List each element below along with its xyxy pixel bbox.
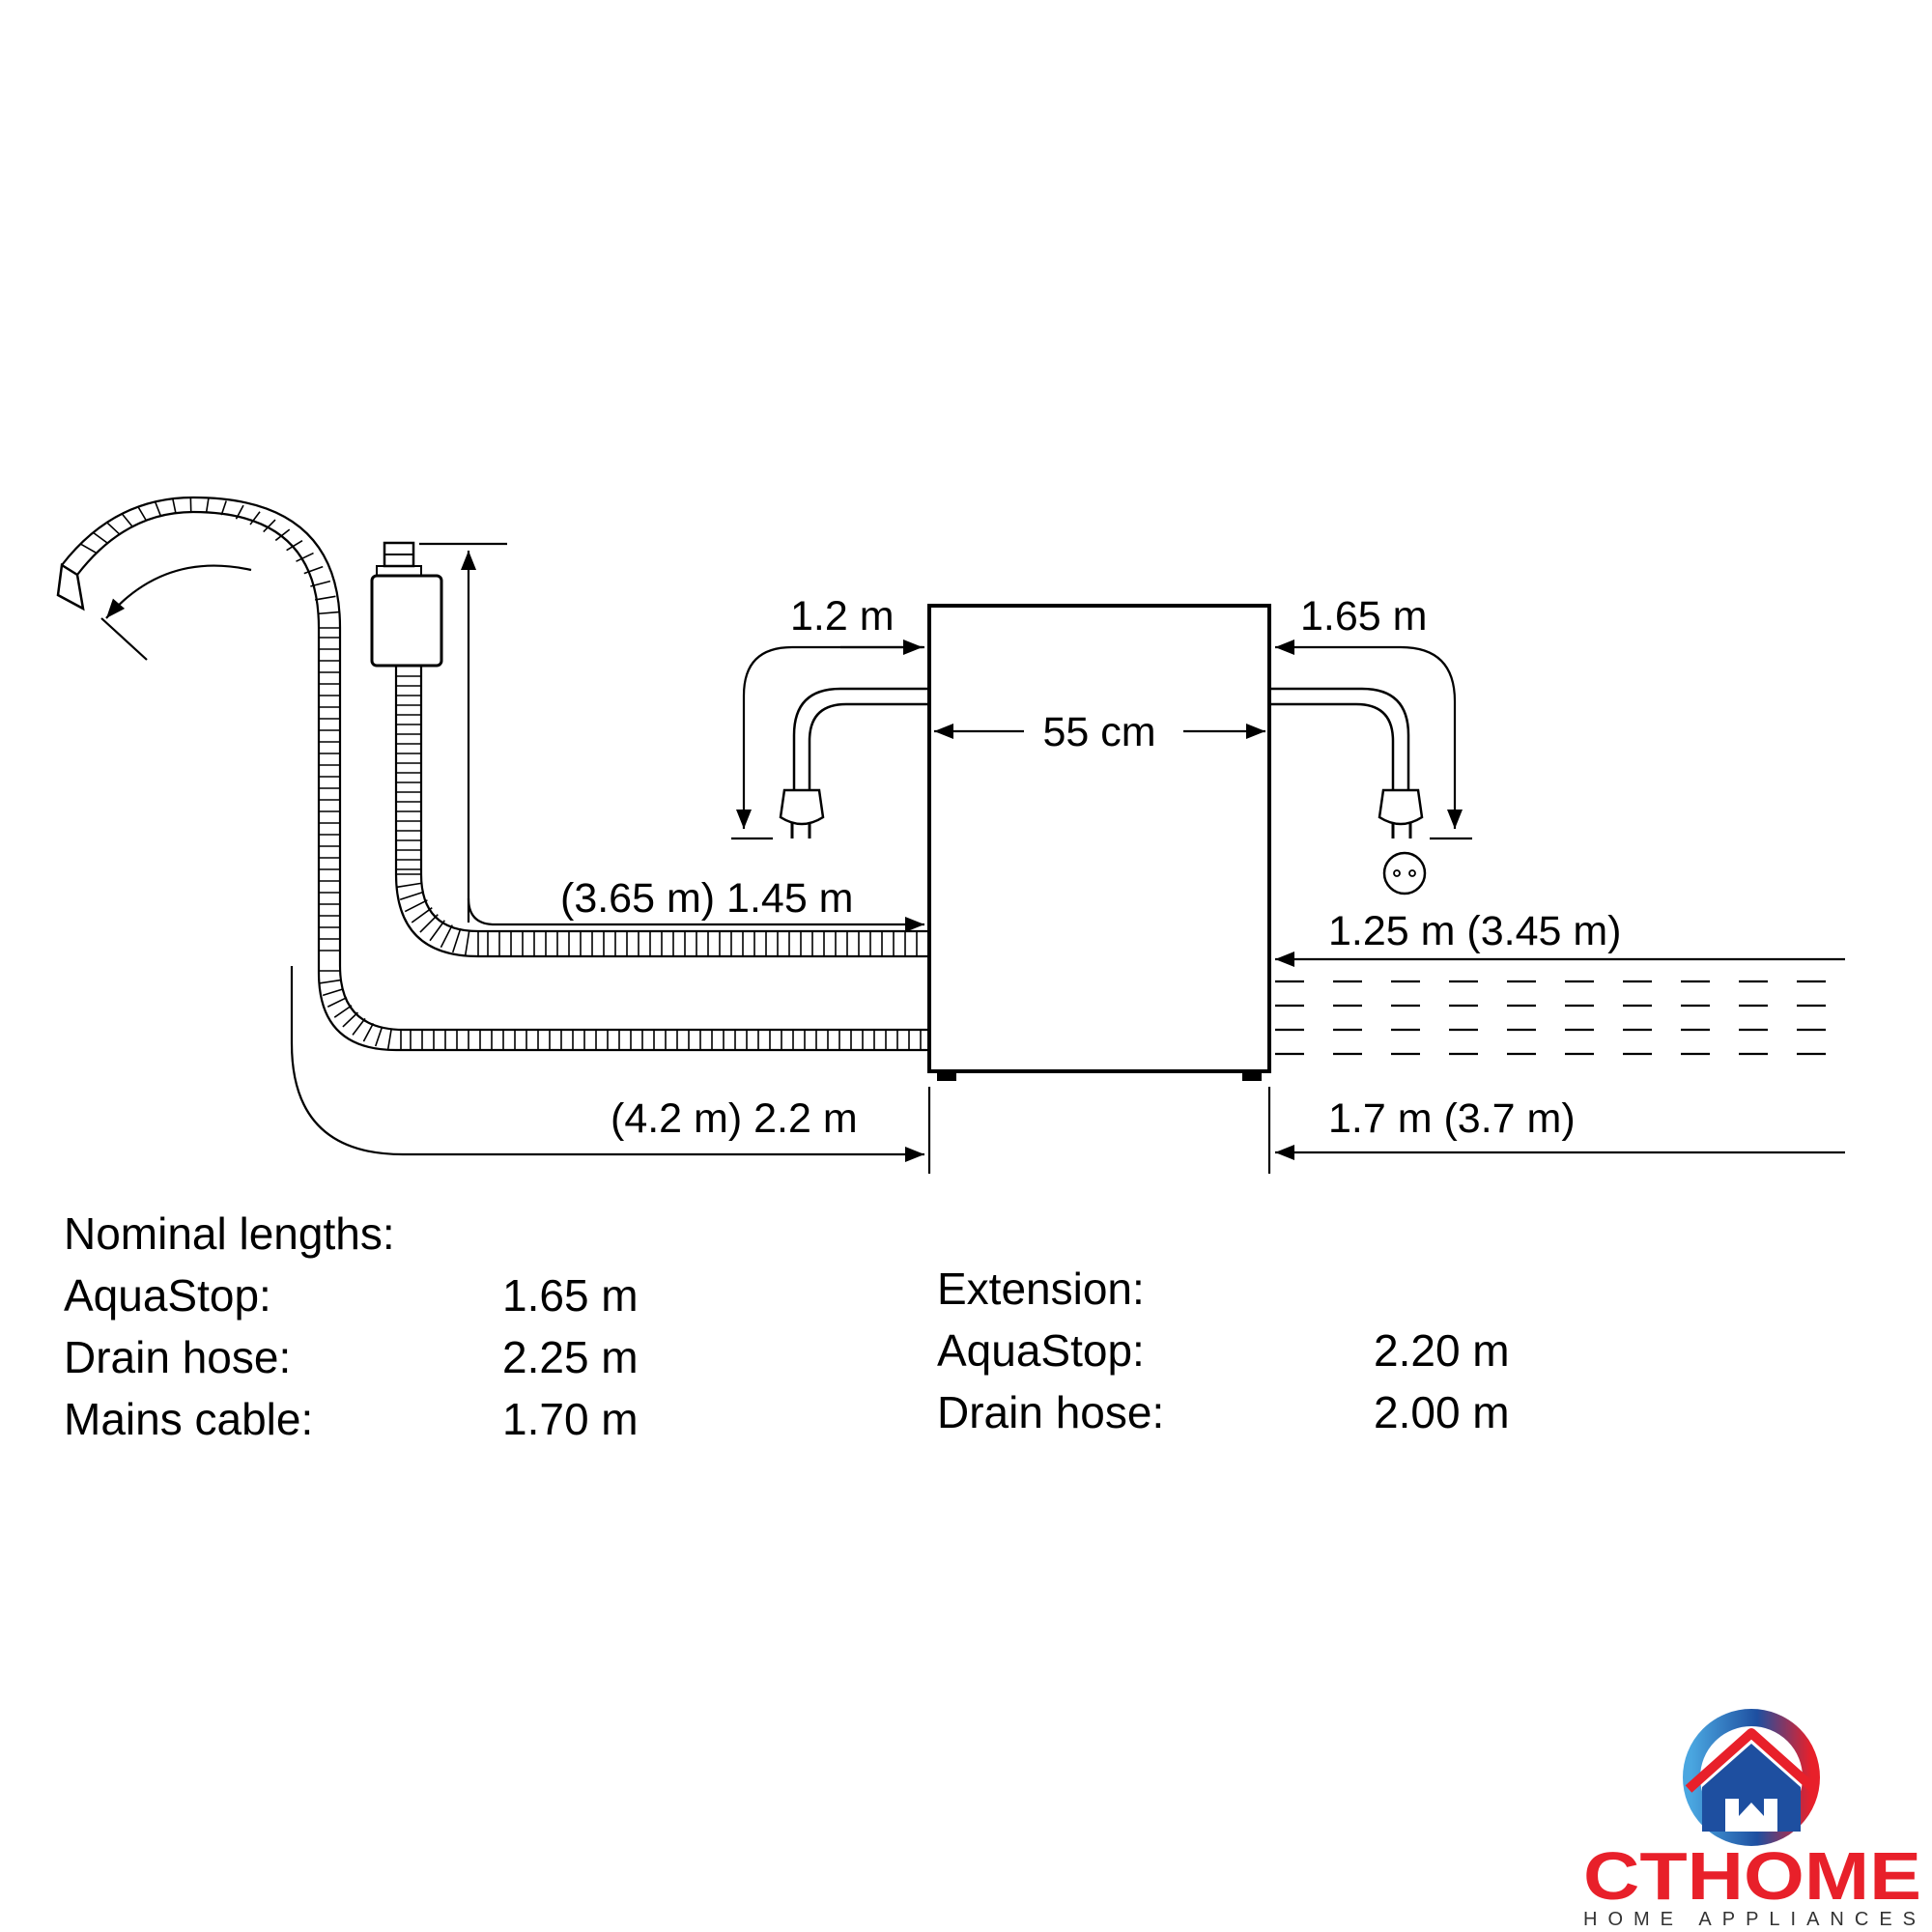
- extension-table: Extension: AquaStop: 2.20 m Drain hose: …: [937, 1264, 1510, 1437]
- left-mains-cable: [731, 639, 929, 840]
- nominal-row-value: 1.65 m: [502, 1270, 639, 1321]
- extension-row-label: AquaStop:: [937, 1325, 1145, 1376]
- plug-icon: [1378, 788, 1424, 826]
- aquastop-valve: [370, 541, 443, 668]
- right-mains-cable: [1269, 639, 1472, 895]
- drain-left-label: (4.2 m) 2.2 m: [611, 1095, 858, 1142]
- drain-right-label: 1.7 m (3.7 m): [1328, 1095, 1576, 1142]
- dishwasher-body: [927, 604, 1271, 1081]
- left-cable-label: 1.2 m: [790, 593, 895, 639]
- extension-row-value: 2.00 m: [1374, 1387, 1510, 1437]
- nominal-row-label: Drain hose:: [64, 1332, 291, 1382]
- drain-hose-end-icon: [56, 562, 148, 661]
- nominal-row-value: 1.70 m: [502, 1394, 639, 1444]
- right-extension-hoses: [1275, 980, 1845, 1056]
- nominal-heading: Nominal lengths:: [64, 1208, 395, 1259]
- aquastop-inlet-hose: [394, 666, 929, 958]
- nominal-lengths-table: Nominal lengths: AquaStop: 1.65 m Drain …: [64, 1208, 639, 1444]
- right-cable-label: 1.65 m: [1300, 593, 1427, 639]
- wall-socket-icon: [1382, 851, 1427, 895]
- nominal-row-value: 2.25 m: [502, 1332, 639, 1382]
- logo-brand: CTHOME: [1583, 1838, 1921, 1914]
- aquastop-left-label: (3.65 m) 1.45 m: [560, 875, 854, 922]
- drain-hose: [56, 496, 929, 1052]
- cthome-logo: CTHOME HOME APPLIANCES: [1583, 1709, 1921, 1930]
- plug-icon: [779, 788, 825, 826]
- width-label: 55 cm: [1042, 709, 1155, 755]
- nominal-row-label: AquaStop:: [64, 1270, 271, 1321]
- drain-left-dimension: [290, 966, 931, 1174]
- extension-row-value: 2.20 m: [1374, 1325, 1510, 1376]
- aquastop-right-label: 1.25 m (3.45 m): [1328, 908, 1622, 954]
- drain-right-dimension: [1267, 1087, 1845, 1174]
- extension-row-label: Drain hose:: [937, 1387, 1164, 1437]
- logo-tagline: HOME APPLIANCES: [1583, 1909, 1921, 1930]
- nominal-row-label: Mains cable:: [64, 1394, 313, 1444]
- extension-heading: Extension:: [937, 1264, 1145, 1314]
- house-logo-icon: [1683, 1709, 1820, 1846]
- aquastop-left-dimension: [419, 542, 924, 932]
